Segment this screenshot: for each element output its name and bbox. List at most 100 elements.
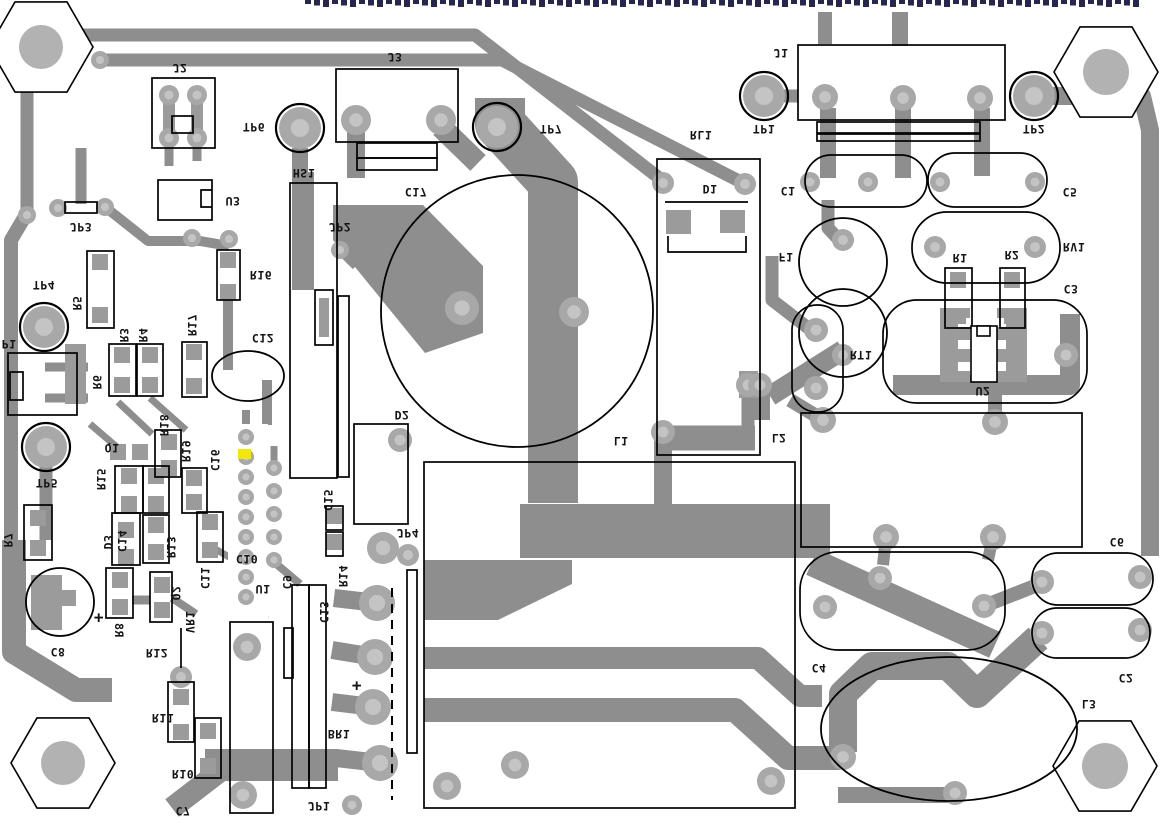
cropped-text-fragment: [953, 0, 959, 4]
refdes-label: R18: [157, 414, 171, 436]
refdes-label: L2: [772, 431, 787, 445]
cropped-text-fragment: [764, 0, 770, 4]
cropped-text-fragment: [1043, 0, 1049, 6]
cropped-text-fragment: [503, 0, 509, 6]
smd-pad: [30, 510, 46, 526]
testpoint-ring: [1008, 70, 1060, 122]
pads-layer: [18, 51, 1152, 815]
refdes-label: R13: [164, 536, 178, 558]
drill-hole: [1030, 177, 1040, 187]
component-outline: [196, 511, 224, 563]
refdes-label: Q1: [105, 441, 120, 455]
cropped-text-fragment: [1133, 0, 1139, 7]
drill-hole: [935, 177, 945, 187]
drill-hole: [22, 210, 32, 220]
smd-pad: [186, 344, 202, 360]
smd-pad: [200, 758, 216, 774]
cropped-text-fragment: [395, 0, 401, 6]
drill-hole: [366, 648, 384, 666]
drill-hole: [270, 510, 278, 518]
polarity-symbol: +: [94, 608, 104, 627]
mounting-hole: [19, 25, 63, 69]
component-outline-circle: [798, 217, 888, 307]
refdes-label: C9: [280, 575, 294, 590]
component-outline: [911, 211, 1061, 284]
smd-pad: [220, 252, 236, 268]
silkscreen-line: [667, 236, 747, 253]
smd-pad: [326, 508, 342, 524]
refdes-label: U3: [226, 194, 241, 208]
copper-trace: [424, 647, 822, 707]
drill-hole: [224, 234, 234, 244]
drill-hole: [1025, 87, 1043, 105]
cropped-text-fragment: [737, 0, 743, 4]
copper-trace: [893, 314, 1080, 395]
drill-hole: [440, 779, 454, 793]
cropped-text-fragment: [899, 0, 905, 4]
refdes-label: D1: [703, 182, 718, 196]
cropped-text-fragment: [971, 0, 977, 7]
smd-pad: [92, 254, 108, 270]
copper-trace: [105, 53, 748, 190]
smd-pad: [148, 544, 164, 560]
refdes-label: C12: [252, 331, 274, 345]
cropped-text-fragment: [620, 0, 626, 7]
refdes-label: L1: [614, 434, 629, 448]
component-outline: [181, 467, 208, 514]
drill-hole: [53, 203, 63, 213]
cropped-text-fragment: [863, 0, 869, 7]
cropped-text-fragment: [1115, 0, 1121, 4]
copper-trace: [424, 698, 840, 770]
cropped-text-fragment: [881, 0, 887, 6]
drill-hole: [37, 438, 55, 456]
component-body: [958, 340, 970, 349]
cropped-text-fragment: [440, 0, 446, 4]
smd-pad: [148, 468, 164, 484]
component-outline: [423, 461, 796, 809]
smd-pad: [121, 468, 137, 484]
drill-hole: [100, 202, 110, 212]
copper-trace: [101, 203, 230, 251]
mounting-hole: [1082, 743, 1128, 789]
cropped-text-fragment: [791, 0, 797, 4]
copper-trace: [765, 256, 820, 340]
cropped-text-fragment: [539, 0, 545, 7]
copper-block: [319, 298, 329, 337]
refdes-label: U1: [256, 582, 271, 596]
refdes-label: R15: [94, 468, 108, 490]
copper-trace: [115, 399, 155, 437]
refdes-label: JP4: [397, 526, 419, 540]
cropped-text-fragment: [611, 0, 617, 6]
smd-pad: [118, 522, 134, 538]
drill-hole: [810, 382, 822, 394]
cropped-text-fragment: [323, 0, 329, 7]
drill-hole: [805, 177, 815, 187]
component-outline: [283, 627, 294, 679]
drill-hole: [949, 787, 961, 799]
drill-hole: [242, 573, 250, 581]
component-outline-ellipse: [820, 656, 1078, 802]
refdes-label: C13: [317, 601, 331, 623]
component-outline: [171, 115, 194, 134]
smd-pad: [142, 377, 158, 393]
cropped-text-fragment: [701, 0, 707, 7]
cropped-text-fragment: [305, 0, 311, 4]
refdes-label: R6: [90, 375, 104, 390]
drill-hole: [347, 800, 357, 810]
drill-hole: [978, 600, 990, 612]
cropped-text-fragment: [350, 0, 356, 7]
refdes-label: Q2: [169, 586, 183, 601]
smd-pad: [112, 572, 128, 588]
component-outline: [149, 571, 173, 623]
refdes-label: R1: [953, 251, 968, 265]
drill-hole: [1134, 624, 1146, 636]
cropped-text-fragment: [854, 0, 860, 6]
cropped-text-fragment: [593, 0, 599, 7]
copper-trace: [475, 98, 578, 503]
cropped-text-fragment: [647, 0, 653, 7]
refdes-label: C6: [1110, 535, 1125, 549]
drill-hole: [740, 179, 750, 189]
testpoint-ring: [738, 70, 790, 122]
mounting-holes-layer: [0, 1, 1159, 812]
